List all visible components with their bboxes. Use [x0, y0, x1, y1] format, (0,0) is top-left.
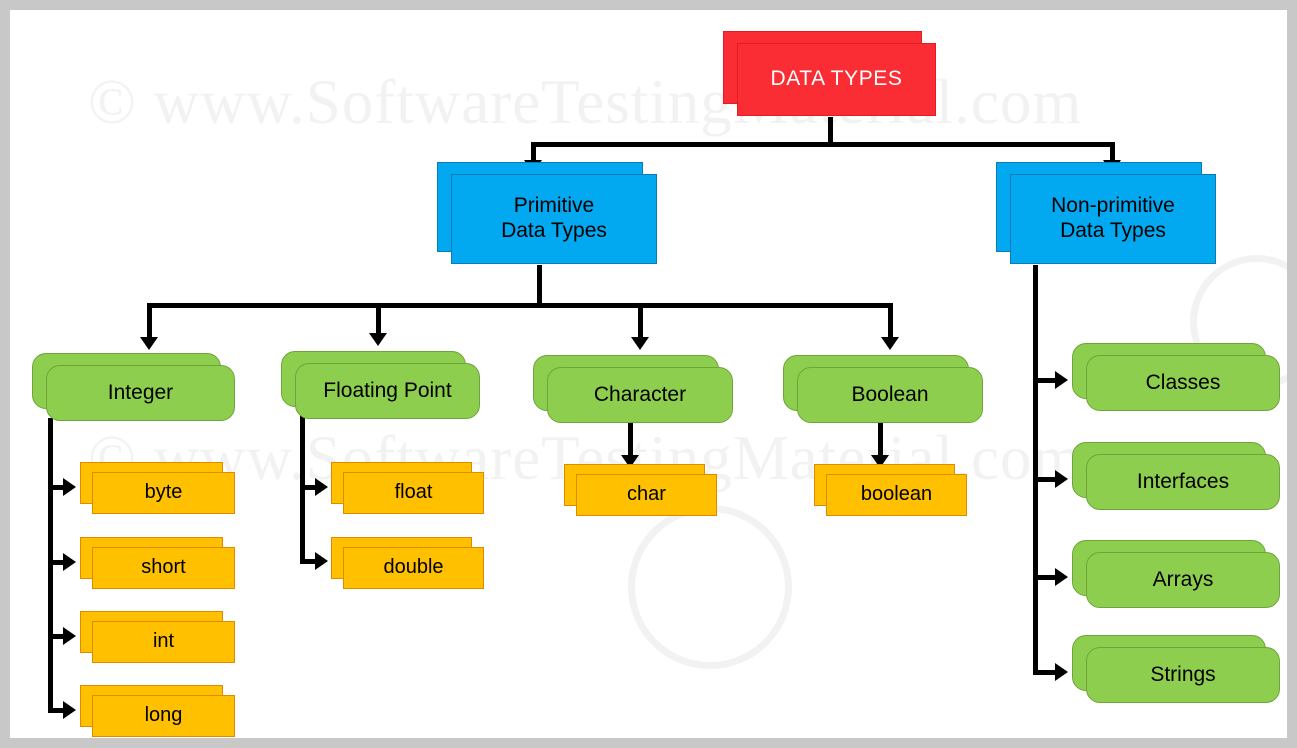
connector-integer-spine [48, 418, 53, 712]
node-double[interactable]: double [331, 537, 484, 589]
arrow-floating-to-float [315, 478, 328, 496]
node-label-non-primitive-line2: Data Types [1060, 219, 1166, 242]
connector-character-to-char [628, 422, 633, 457]
node-interfaces[interactable]: Interfaces [1072, 442, 1280, 510]
node-label-byte: byte [92, 472, 235, 514]
node-label-strings: Strings [1086, 647, 1280, 703]
connector-root-to-nonprimitive [1110, 142, 1115, 163]
connector-nonprimitive-to-classes [1033, 378, 1057, 383]
node-label-interfaces: Interfaces [1086, 454, 1280, 510]
node-arrays[interactable]: Arrays [1072, 540, 1280, 608]
arrow-nonprimitive-to-interfaces [1055, 470, 1068, 488]
node-label-char: char [576, 474, 717, 516]
connector-integer-to-byte [48, 485, 65, 490]
connector-root-bus [531, 142, 1115, 147]
node-label-long: long [92, 695, 235, 737]
node-label-primitive: Primitive Data Types [451, 174, 657, 264]
node-float[interactable]: float [331, 462, 484, 514]
connector-integer-to-int [48, 634, 65, 639]
node-label-int: int [92, 621, 235, 663]
connector-primitive-to-character [638, 303, 643, 339]
node-integer[interactable]: Integer [32, 353, 235, 421]
node-label-data-types: DATA TYPES [737, 43, 936, 116]
node-label-float: float [343, 472, 484, 514]
node-label-non-primitive: Non-primitive Data Types [1010, 174, 1216, 264]
node-label-classes: Classes [1086, 355, 1280, 411]
arrow-nonprimitive-to-arrays [1055, 568, 1068, 586]
node-label-boolean-leaf: boolean [826, 474, 967, 516]
connector-boolean-to-boolean [878, 422, 883, 457]
arrow-integer-to-short [63, 553, 76, 571]
connector-integer-to-long [48, 708, 65, 713]
diagram-canvas: © www.SoftwareTestingMaterial.com © www.… [10, 10, 1287, 738]
connector-integer-to-short [48, 560, 65, 565]
node-floating-point[interactable]: Floating Point [281, 351, 480, 419]
node-char[interactable]: char [564, 464, 717, 516]
node-non-primitive-data-types[interactable]: Non-primitive Data Types [996, 162, 1216, 264]
connector-nonprimitive-spine [1033, 265, 1038, 675]
node-byte[interactable]: byte [80, 462, 235, 514]
node-int[interactable]: int [80, 611, 235, 663]
connector-primitive-to-floating [376, 303, 381, 335]
node-primitive-data-types[interactable]: Primitive Data Types [437, 162, 657, 264]
arrow-primitive-to-character [631, 337, 649, 350]
node-label-non-primitive-line1: Non-primitive [1051, 194, 1175, 218]
arrow-nonprimitive-to-classes [1055, 371, 1068, 389]
connector-nonprimitive-to-arrays [1033, 575, 1057, 580]
node-label-double: double [343, 547, 484, 589]
arrow-primitive-to-boolean [881, 337, 899, 350]
node-boolean-leaf[interactable]: boolean [814, 464, 967, 516]
connector-floating-to-double [300, 559, 317, 564]
arrow-integer-to-byte [63, 478, 76, 496]
node-label-primitive-line2: Data Types [501, 219, 607, 242]
connector-primitive-bus [147, 303, 892, 308]
connector-primitive-stem [537, 265, 542, 307]
connector-floating-to-float [300, 485, 317, 490]
arrow-floating-to-double [315, 552, 328, 570]
arrow-primitive-to-floating [369, 333, 387, 346]
connector-root-to-primitive [531, 142, 536, 163]
connector-primitive-to-boolean [888, 303, 893, 339]
node-label-arrays: Arrays [1086, 552, 1280, 608]
connector-nonprimitive-to-interfaces [1033, 477, 1057, 482]
arrow-integer-to-int [63, 627, 76, 645]
arrow-integer-to-long [63, 701, 76, 719]
node-label-primitive-line1: Primitive [513, 194, 595, 218]
node-strings[interactable]: Strings [1072, 635, 1280, 703]
node-label-character: Character [547, 367, 733, 423]
node-label-floating-point: Floating Point [295, 363, 480, 419]
arrow-primitive-to-integer [140, 337, 158, 350]
node-label-integer: Integer [46, 365, 235, 421]
node-short[interactable]: short [80, 537, 235, 589]
arrow-nonprimitive-to-strings [1055, 663, 1068, 681]
node-character[interactable]: Character [533, 355, 733, 423]
connector-primitive-to-integer [147, 303, 152, 339]
node-label-boolean: Boolean [797, 367, 983, 423]
node-label-short: short [92, 547, 235, 589]
node-long[interactable]: long [80, 685, 235, 737]
node-data-types[interactable]: DATA TYPES [723, 31, 936, 116]
node-classes[interactable]: Classes [1072, 343, 1280, 411]
node-boolean[interactable]: Boolean [783, 355, 983, 423]
connector-root-stem [828, 117, 833, 146]
watermark-ring-decoration-2 [628, 505, 792, 669]
connector-nonprimitive-to-strings [1033, 670, 1057, 675]
